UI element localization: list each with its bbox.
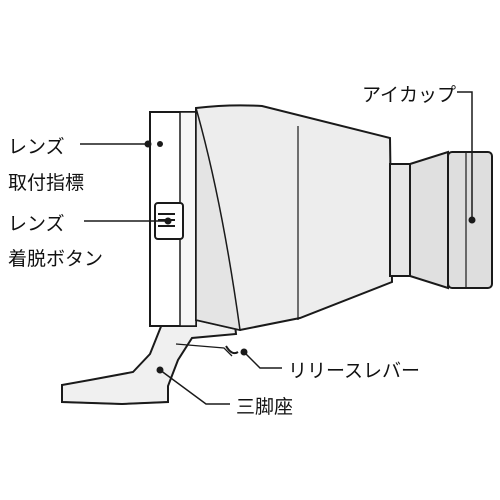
eyepiece-flare [409, 150, 449, 290]
callout-eyecup [457, 91, 473, 220]
main-body-shading [195, 107, 241, 331]
callout-dot [164, 217, 172, 225]
tripod-mount-front-face [61, 385, 169, 405]
callout-release-lever [243, 351, 282, 369]
label-release-lever: リリースレバー [288, 360, 421, 382]
label-release-button-line2: 着脱ボタン [8, 248, 104, 270]
label-tripod-mount: 三脚座 [236, 396, 294, 418]
label-release-button-line1: レンズ [8, 213, 65, 235]
callout-dot [240, 348, 248, 356]
label-eyecup: アイカップ [362, 84, 457, 106]
label-mount-index-line2: 取付指標 [8, 172, 85, 194]
release-lever-part [225, 345, 239, 355]
callout-dot [468, 216, 476, 224]
callout-tripod-mount [159, 369, 230, 405]
callout-dot [156, 366, 164, 374]
tripod-mount-groove [175, 343, 233, 357]
mount-index-dot [157, 141, 163, 147]
label-mount-index-line1: レンズ [8, 136, 65, 158]
callout-dot [144, 140, 152, 148]
main-body [195, 104, 394, 332]
